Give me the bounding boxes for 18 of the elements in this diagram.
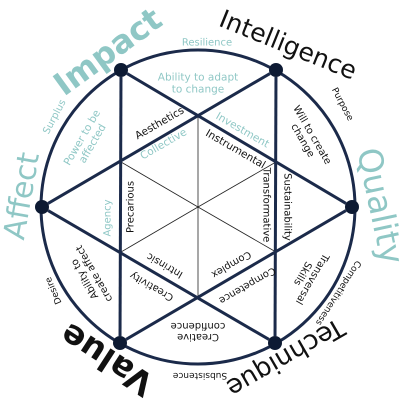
connector-line bbox=[47, 209, 270, 341]
line-label: Precarious bbox=[126, 180, 136, 234]
line-label: Transformative bbox=[260, 168, 272, 242]
connector-line bbox=[47, 72, 271, 205]
line-label: Agency bbox=[102, 199, 114, 237]
arc-label: Subsistence bbox=[172, 370, 228, 379]
connector-line bbox=[118, 77, 122, 336]
region-text: Creative confidence bbox=[170, 320, 226, 342]
line-label: Sustainability bbox=[282, 173, 292, 241]
connector-line bbox=[125, 209, 347, 341]
connector-line bbox=[274, 77, 278, 336]
arc-label: Desire bbox=[44, 274, 66, 306]
vertex-dot bbox=[268, 336, 282, 350]
vertex-title: Affect bbox=[0, 150, 46, 242]
connector-line bbox=[126, 72, 347, 205]
vertex-dot bbox=[114, 63, 128, 77]
vertex-dot bbox=[113, 336, 127, 350]
vertex-dot bbox=[269, 63, 283, 77]
